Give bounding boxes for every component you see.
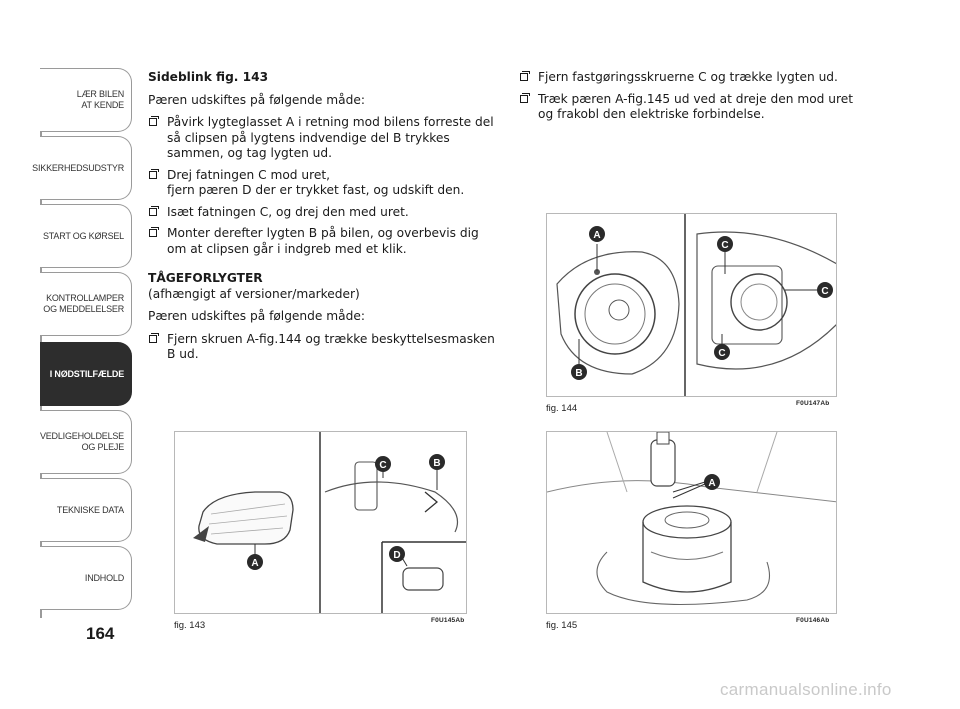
step-item: Træk pæren A-fig.145 ud ved at dreje den… — [519, 92, 869, 123]
svg-text:C: C — [721, 240, 728, 251]
step-item: Monter derefter lygten B på bilen, og ov… — [148, 226, 496, 257]
fog-intro: Pæren udskiftes på følgende måde: — [148, 309, 365, 323]
checkbox-icon — [149, 227, 159, 237]
figure-145: A — [546, 431, 837, 614]
callout-c-icon: C — [717, 236, 733, 252]
figure-143-callouts: A B C D — [247, 454, 445, 570]
checkbox-icon — [520, 71, 530, 81]
checkbox-icon — [149, 116, 159, 126]
checkbox-icon — [149, 205, 159, 216]
right-column: Fjern fastgøringsskruerne C og trække ly… — [519, 70, 869, 129]
step-item: Fjern fastgøringsskruerne C og trække ly… — [519, 70, 869, 86]
fog-subheading: (afhængigt af versioner/markeder) — [148, 286, 360, 301]
callout-a-icon: A — [704, 474, 720, 490]
step-item: Isæt fatningen C, og drej den med uret. — [148, 205, 496, 221]
callout-c-icon: C — [817, 282, 833, 298]
svg-text:B: B — [575, 368, 582, 379]
checkbox-icon — [149, 168, 159, 179]
tab-laer-bilen[interactable]: LÆR BILEN AT KENDE — [40, 68, 132, 132]
figure-144: A B C C C — [546, 213, 837, 397]
svg-text:A: A — [708, 478, 715, 489]
tab-indhold[interactable]: INDHOLD — [40, 546, 132, 610]
step-item: Drej fatningen C mod uret, fjern pæren D… — [148, 168, 496, 199]
tab-sikkerhedsudstyr[interactable]: SIKKERHEDSUDSTYR — [32, 136, 132, 200]
fog-light-illustration — [556, 214, 836, 396]
svg-text:A: A — [593, 230, 600, 241]
fig-145-caption: fig. 145 — [546, 620, 578, 631]
figure-145-callouts: A — [704, 474, 720, 490]
callout-b-icon: B — [571, 364, 587, 380]
svg-text:B: B — [433, 458, 440, 469]
tab-tekniske-data[interactable]: TEKNISKE DATA — [40, 478, 132, 542]
svg-text:C: C — [718, 348, 725, 359]
fig-144-code: F0U147Ab — [796, 400, 830, 407]
figure-143: A B C D — [174, 431, 467, 614]
callout-a-icon: A — [247, 554, 263, 570]
callout-c-icon: C — [714, 344, 730, 360]
fig-144-caption: fig. 144 — [546, 403, 578, 414]
svg-text:C: C — [821, 286, 828, 297]
tab-vedligeholdelse[interactable]: VEDLIGEHOLDELSE OG PLEJE — [40, 410, 132, 474]
page-number: 164 — [86, 624, 115, 643]
tab-start-og-korsel[interactable]: START OG KØRSEL — [40, 204, 132, 268]
callout-a-icon: A — [589, 226, 605, 242]
svg-text:C: C — [379, 460, 386, 471]
tab-kontrollamper[interactable]: KONTROLLAMPER OG MEDDELELSER — [40, 272, 132, 336]
step-item: Fjern skruen A-fig.144 og trække beskytt… — [148, 332, 496, 363]
fog-heading: TÅGEFORLYGTER — [148, 271, 263, 285]
checkbox-icon — [520, 92, 530, 103]
side-indicator-illustration — [193, 432, 466, 613]
callout-b-icon: B — [429, 454, 445, 470]
svg-text:A: A — [251, 558, 258, 569]
watermark: carmanualsonline.info — [720, 680, 892, 699]
svg-text:D: D — [393, 550, 400, 561]
figure-144-callouts: A B C C C — [571, 226, 833, 380]
left-column: Sideblink fig. 143 Pæren udskiftes på fø… — [148, 70, 496, 369]
fig-143-caption: fig. 143 — [174, 620, 206, 631]
callout-d-icon: D — [389, 546, 405, 562]
fog-bulb-illustration — [547, 432, 836, 605]
callout-c-icon: C — [375, 456, 391, 472]
step-item: Påvirk lygteglasset A i retning mod bile… — [148, 115, 496, 162]
checkbox-icon — [149, 332, 159, 343]
fig-145-code: F0U146Ab — [796, 617, 830, 624]
tab-i-nodstilfaelde[interactable]: I NØDSTILFÆLDE — [40, 342, 132, 406]
section-heading: Sideblink fig. 143 — [148, 70, 269, 84]
intro-text: Pæren udskiftes på følgende måde: — [148, 92, 365, 107]
fig-143-code: F0U145Ab — [431, 617, 465, 624]
